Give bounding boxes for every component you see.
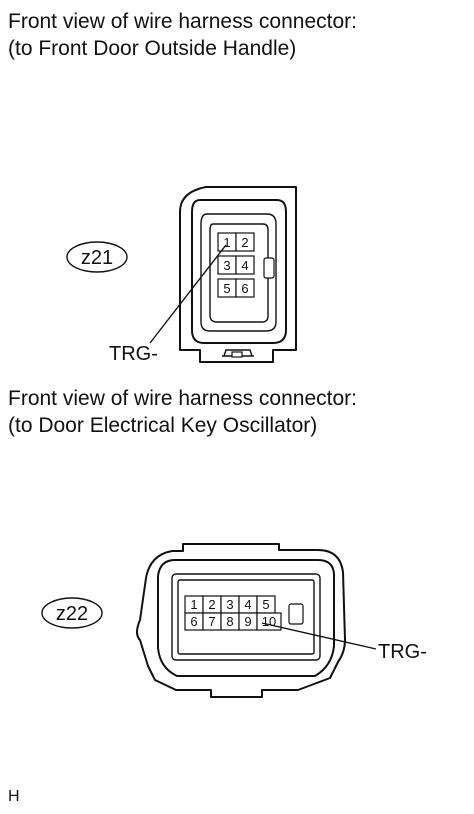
connector-z21-code: z21 xyxy=(81,247,113,269)
z22-pin-3-label: 3 xyxy=(226,597,233,612)
z21-pin-2 xyxy=(235,232,255,252)
figure-mark: H xyxy=(8,788,20,805)
z21-pin-4 xyxy=(235,255,255,275)
z21-terminal-leader xyxy=(149,244,227,344)
z22-pin-1-label: 1 xyxy=(190,597,197,612)
connector-z21-housing xyxy=(179,186,297,363)
z22-pin-8-label: 8 xyxy=(226,614,233,629)
z22-pin-5-label: 5 xyxy=(262,597,269,612)
connector-1-caption: Front view of wire harness connector: (t… xyxy=(8,8,357,62)
connector-z21: 1 2 3 4 5 6 z21 TRG- xyxy=(66,186,297,365)
z21-pin-5-label: 5 xyxy=(223,281,230,296)
connector-2-caption-line2: (to Door Electrical Key Oscillator) xyxy=(8,414,318,437)
z22-pin-9-label: 9 xyxy=(244,614,251,629)
z21-pin-6-label: 6 xyxy=(241,281,248,296)
connector-2-caption: Front view of wire harness connector: (t… xyxy=(8,385,357,439)
connector-z22-pins: 1 2 3 4 5 6 7 8 9 10 xyxy=(184,595,282,631)
z21-pin-3-label: 3 xyxy=(223,258,230,273)
z22-pin-2-label: 2 xyxy=(208,597,215,612)
z22-pin-7-label: 7 xyxy=(208,614,215,629)
connector-z22-housing xyxy=(136,543,346,698)
z22-terminal-label: TRG- xyxy=(378,641,427,663)
z21-pin-2-label: 2 xyxy=(241,235,248,250)
z21-pin-6 xyxy=(235,278,255,298)
connector-z22-code-tag: z22 xyxy=(41,597,103,629)
connector-z22: 1 2 3 4 5 6 7 8 9 10 z22 TRG- xyxy=(41,543,427,698)
z21-pin-4-label: 4 xyxy=(241,258,248,273)
connector-z22-code: z22 xyxy=(56,603,88,625)
z22-pin-4-label: 4 xyxy=(244,597,251,612)
connector-z21-pins: 1 2 3 4 5 6 xyxy=(217,232,255,298)
connector-z21-code-tag: z21 xyxy=(66,241,128,273)
z22-pin-10-label: 10 xyxy=(262,614,276,629)
z22-terminal-leader xyxy=(261,622,377,650)
z21-terminal-label: TRG- xyxy=(109,343,158,365)
z21-pin-1-label: 1 xyxy=(223,235,230,250)
connector-1-caption-line1: Front view of wire harness connector: xyxy=(8,10,357,33)
connector-1-caption-line2: (to Front Door Outside Handle) xyxy=(8,37,297,60)
connector-2-caption-line1: Front view of wire harness connector: xyxy=(8,387,357,410)
z22-pin-6-label: 6 xyxy=(190,614,197,629)
